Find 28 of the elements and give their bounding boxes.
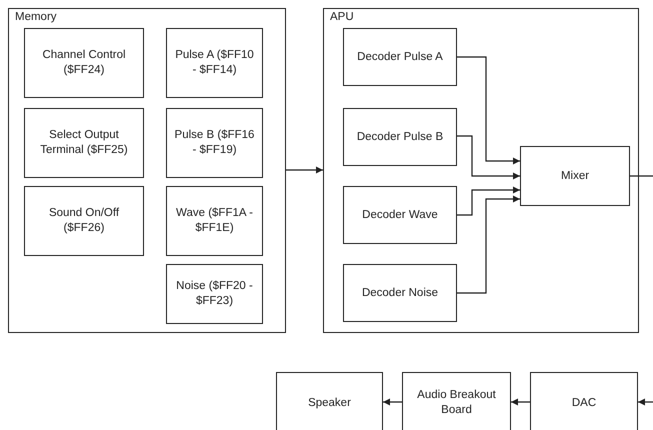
- process-box: Wave ($FF1A - $FF1E): [166, 186, 263, 256]
- process-box: Decoder Wave: [343, 186, 457, 244]
- group-container: [8, 8, 286, 333]
- group-title: Memory: [15, 11, 57, 23]
- process-box: Decoder Pulse B: [343, 108, 457, 166]
- arrow: [638, 398, 653, 406]
- process-box: Speaker: [276, 372, 383, 430]
- group-title: APU: [330, 11, 354, 23]
- process-box: DAC: [530, 372, 638, 430]
- arrow: [286, 166, 323, 174]
- process-box: Audio Breakout Board: [402, 372, 511, 430]
- process-box: Pulse A ($FF10 - $FF14): [166, 28, 263, 98]
- process-box: Mixer: [520, 146, 630, 206]
- process-box: Noise ($FF20 - $FF23): [166, 264, 263, 324]
- arrow: [457, 135, 520, 180]
- process-box: Channel Control ($FF24): [24, 28, 144, 98]
- arrow: [457, 56, 520, 164]
- arrow: [457, 186, 520, 216]
- arrow: [383, 398, 402, 406]
- arrow: [457, 196, 520, 294]
- group-container: [323, 8, 639, 333]
- process-box: Sound On/Off ($FF26): [24, 186, 144, 256]
- process-box: Pulse B ($FF16 - $FF19): [166, 108, 263, 178]
- process-box: Decoder Noise: [343, 264, 457, 322]
- arrow: [511, 398, 530, 406]
- connector-line: [630, 175, 653, 177]
- process-box: Select Output Terminal ($FF25): [24, 108, 144, 178]
- process-box: Decoder Pulse A: [343, 28, 457, 86]
